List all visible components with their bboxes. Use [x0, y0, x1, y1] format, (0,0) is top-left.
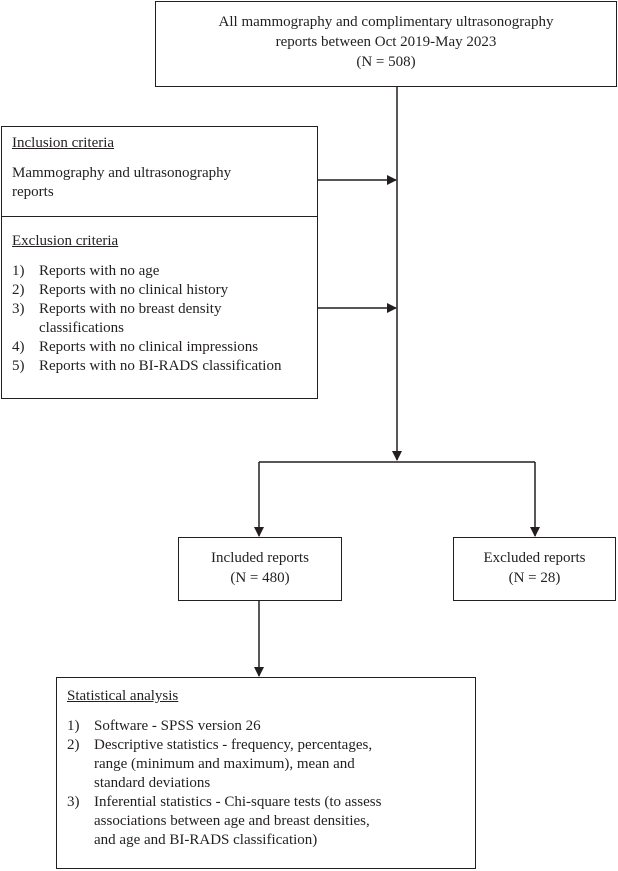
analysis-heading: Statistical analysis: [67, 688, 179, 704]
analysis-item-text: Software - SPSS version 26: [94, 718, 261, 734]
analysis-item-text: and age and BI-RADS classification): [94, 832, 318, 848]
exclusion-criteria-box: Exclusion criteria 1) Reports with no ag…: [1, 216, 318, 399]
exclusion-item: 5) Reports with no BI-RADS classificatio…: [12, 357, 307, 376]
exclusion-item: 3) Reports with no breast density classi…: [12, 300, 307, 338]
analysis-item: 3) Inferential statistics - Chi-square t…: [67, 793, 465, 850]
exclusion-list: 1) Reports with no age 2) Reports with n…: [12, 262, 307, 376]
exclusion-item-number: 3): [12, 301, 25, 317]
inclusion-criteria-box: Inclusion criteria Mammography and ultra…: [1, 126, 318, 218]
analysis-item-number: 2): [67, 737, 80, 753]
excluded-reports-label: Excluded reports: [483, 550, 586, 566]
analysis-item-text: range (minimum and maximum), mean and: [94, 756, 355, 772]
included-reports-count: (N = 480): [230, 570, 290, 586]
exclusion-item-text: Reports with no BI-RADS classification: [39, 358, 282, 374]
analysis-item: 2) Descriptive statistics - frequency, p…: [67, 736, 465, 793]
exclusion-item-text: Reports with no breast density: [39, 301, 222, 317]
exclusion-item: 1) Reports with no age: [12, 262, 307, 281]
exclusion-item-text: Reports with no clinical impressions: [39, 339, 259, 355]
exclusion-item-text: Reports with no age: [39, 263, 160, 279]
analysis-list: 1) Software - SPSS version 26 2) Descrip…: [67, 717, 465, 850]
exclusion-item-number: 5): [12, 358, 25, 374]
exclusion-item-number: 2): [12, 282, 25, 298]
exclusion-item: 2) Reports with no clinical history: [12, 281, 307, 300]
inclusion-line-2: reports: [12, 184, 54, 200]
analysis-item-number: 3): [67, 794, 80, 810]
exclusion-item-text: classifications: [39, 320, 124, 336]
all-reports-line-2: reports between Oct 2019-May 2023: [275, 34, 497, 50]
statistical-analysis-box: Statistical analysis 1) Software - SPSS …: [56, 677, 476, 869]
excluded-reports-count: (N = 28): [508, 570, 561, 586]
all-reports-line-1: All mammography and complimentary ultras…: [218, 14, 554, 30]
exclusion-item: 4) Reports with no clinical impressions: [12, 338, 307, 357]
analysis-item-text: standard deviations: [94, 775, 211, 791]
analysis-item: 1) Software - SPSS version 26: [67, 717, 465, 736]
exclusion-heading: Exclusion criteria: [12, 233, 119, 249]
inclusion-heading: Inclusion criteria: [12, 135, 115, 151]
inclusion-line-1: Mammography and ultrasonography: [12, 165, 232, 181]
exclusion-item-number: 4): [12, 339, 25, 355]
analysis-item-text: Inferential statistics - Chi-square test…: [94, 794, 382, 810]
excluded-reports-box: Excluded reports (N = 28): [453, 537, 616, 601]
all-reports-count: (N = 508): [356, 54, 416, 70]
included-reports-box: Included reports (N = 480): [178, 537, 342, 601]
analysis-item-text: associations between age and breast dens…: [94, 813, 370, 829]
analysis-item-number: 1): [67, 718, 80, 734]
exclusion-item-text: Reports with no clinical history: [39, 282, 229, 298]
included-reports-label: Included reports: [211, 550, 309, 566]
exclusion-item-number: 1): [12, 263, 25, 279]
all-reports-box: All mammography and complimentary ultras…: [155, 1, 617, 87]
analysis-item-text: Descriptive statistics - frequency, perc…: [94, 737, 373, 753]
down-arrow-head: [392, 451, 402, 461]
